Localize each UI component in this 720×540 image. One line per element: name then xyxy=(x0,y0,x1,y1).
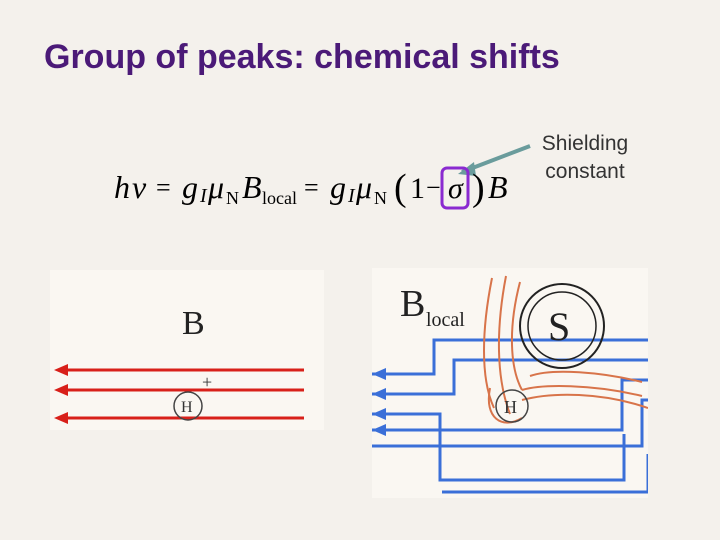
induced-curve-3 xyxy=(510,281,523,391)
eq-g-1: g xyxy=(182,169,198,205)
field-arrow-1 xyxy=(54,364,68,376)
sigma-highlight-box xyxy=(440,166,470,210)
annotation-line-1: Shielding xyxy=(541,132,629,155)
eq-minus: − xyxy=(426,173,441,202)
eq-one: 1 xyxy=(410,172,425,205)
eq-g-2: g xyxy=(330,169,346,205)
eq-N-2: N xyxy=(374,188,387,208)
hydrogen-nucleus-circle xyxy=(173,391,203,421)
eq-I-1: I xyxy=(199,185,208,207)
induced-curve-6 xyxy=(529,370,643,383)
eq-equals-2: = xyxy=(304,173,319,202)
local-field-label-B: B xyxy=(400,283,425,325)
eq-paren-close: ) xyxy=(472,167,485,209)
local-field-line-1 xyxy=(372,338,648,376)
charge-sign: + xyxy=(202,372,212,392)
local-arrow-4 xyxy=(372,424,386,436)
local-field-label-sub: local xyxy=(426,309,465,331)
induced-curve-4 xyxy=(521,385,643,397)
hydrogen-nucleus-circle-local xyxy=(495,389,529,423)
eq-paren-open: ( xyxy=(394,167,407,209)
eq-nu: ν xyxy=(132,169,147,205)
eq-equals-1: = xyxy=(156,173,171,202)
external-field-diagram: B H + xyxy=(54,305,304,448)
slide-title: Group of peaks: chemical shifts xyxy=(44,38,560,76)
local-field-line-2 xyxy=(372,358,648,396)
external-field-label: B xyxy=(182,305,205,342)
eq-I-2: I xyxy=(347,185,356,207)
eq-B-2: B xyxy=(488,169,508,205)
annotation-line-2: constant xyxy=(545,160,625,183)
local-arrow-3 xyxy=(372,408,386,420)
induced-curve-5 xyxy=(521,393,649,409)
larmor-equation: h ν = g I μ N B local = g I μ N ( 1 − σ … xyxy=(114,166,508,210)
local-field-arrowheads xyxy=(372,368,386,436)
induced-curve-2 xyxy=(497,275,511,415)
local-field-panel: B local S xyxy=(372,268,650,498)
induced-field-sketch xyxy=(483,275,649,424)
local-arrow-1 xyxy=(372,368,386,380)
field-arrow-2 xyxy=(54,384,68,396)
hydrogen-nucleus-label-local: H xyxy=(504,397,517,417)
induced-curve-1 xyxy=(483,277,495,409)
shielding-constant-label: Shielding constant xyxy=(530,130,640,186)
eq-h: h xyxy=(114,169,130,205)
eq-N-1: N xyxy=(226,188,239,208)
field-arrow-4 xyxy=(54,412,68,424)
external-field-panel: B H + xyxy=(50,270,324,448)
local-field-line-6 xyxy=(442,454,650,494)
eq-sigma: σ xyxy=(448,172,464,205)
hydrogen-nucleus-label: H xyxy=(181,399,193,416)
local-field-line-5 xyxy=(372,412,626,482)
local-field-line-4 xyxy=(372,398,648,448)
sulfur-label: S xyxy=(548,304,570,349)
sulfur-outer-ring xyxy=(519,283,605,369)
sulfur-inner-ring xyxy=(527,291,597,361)
induced-curve-7 xyxy=(487,387,523,424)
eq-B-1: B xyxy=(242,169,262,205)
eq-mu-1: μ xyxy=(207,169,224,205)
external-field-lines xyxy=(54,364,304,448)
local-arrow-2 xyxy=(372,388,386,400)
local-field-diagram: B local S xyxy=(372,275,650,494)
eq-mu-2: μ xyxy=(355,169,372,205)
eq-local-1: local xyxy=(262,188,297,208)
